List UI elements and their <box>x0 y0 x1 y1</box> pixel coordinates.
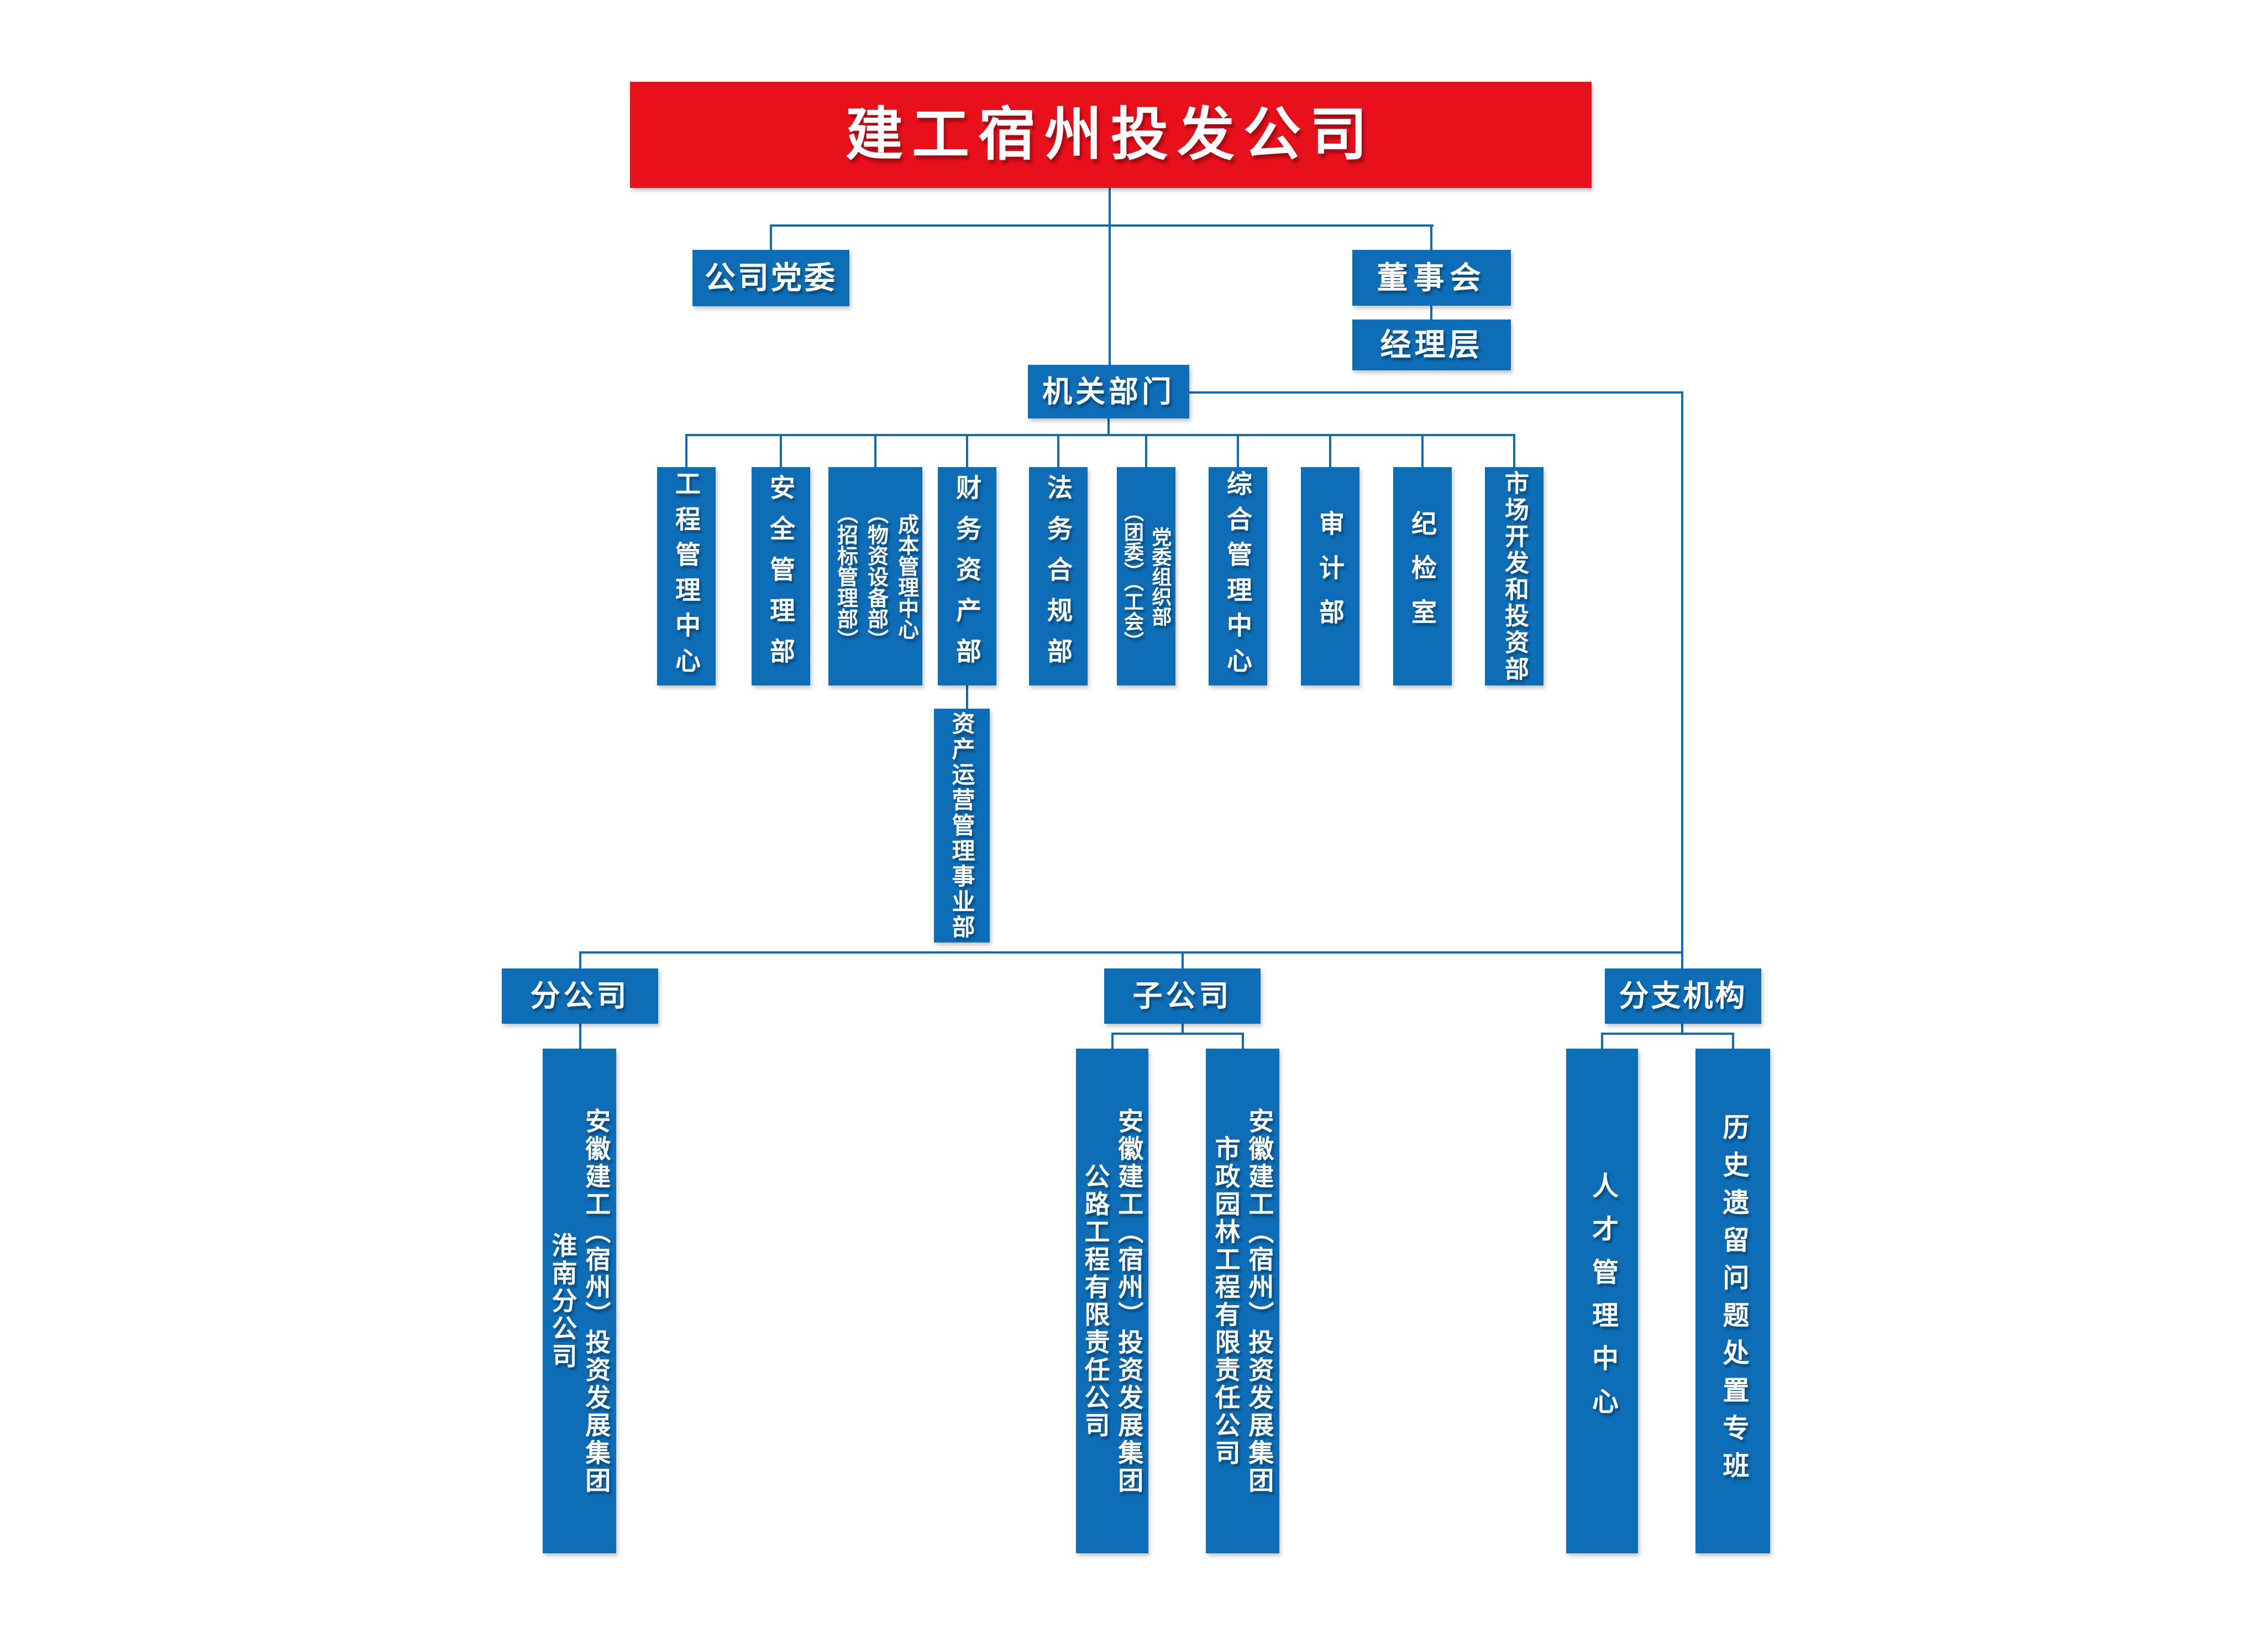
dept-safety-management: 安全管理部 <box>752 467 810 685</box>
node-party-committee-label: 公司党委 <box>705 260 837 295</box>
org-talent-management-center: 人才管理中心 <box>1566 1049 1638 1553</box>
connector-subsidiary-child-stub-1 <box>1111 1033 1114 1049</box>
company-huainan-branch: 安徽建工（宿州）投资发展集团 淮南分公司 <box>543 1049 616 1553</box>
node-management-layer-label: 经理层 <box>1380 327 1483 362</box>
connector-dept-stub-9 <box>1421 434 1424 467</box>
group-subsidiary: 子公司 <box>1104 968 1261 1024</box>
connector-dept-stub-3 <box>874 434 876 467</box>
connector-board-stub <box>1430 224 1432 251</box>
node-board: 董事会 <box>1352 250 1511 306</box>
dept-legal-compliance: 法务合规部 <box>1029 467 1088 685</box>
group-branch-organizations-label: 分支机构 <box>1619 980 1747 1013</box>
connector-subsidiary-child-stub-2 <box>1242 1033 1244 1049</box>
dept-discipline-inspection: 纪检室 <box>1393 467 1452 685</box>
group-branch-company: 分公司 <box>502 968 658 1024</box>
connector-dept-stub-6 <box>1145 434 1147 467</box>
org-talent-management-center-label: 人才管理中心 <box>1588 1171 1617 1431</box>
connector-branchorg-minirail <box>1601 1033 1734 1035</box>
org-legacy-issues-taskforce: 历史遗留问题处置专班 <box>1695 1049 1770 1553</box>
connector-root-vertical <box>1109 188 1111 366</box>
node-asset-operations-division: 资产运营管理事业部 <box>934 709 990 942</box>
connector-top-rail <box>770 224 1434 227</box>
dept-general-management-center-label: 综合管理中心 <box>1224 470 1252 683</box>
dept-market-development-investment-label: 市场开发和投资部 <box>1501 470 1528 683</box>
group-subsidiary-label: 子公司 <box>1132 980 1232 1013</box>
company-highway-engineering-label: 安徽建工（宿州）投资发展集团 公路工程有限责任公司 <box>1081 1107 1144 1495</box>
dept-safety-management-label: 安全管理部 <box>767 474 795 679</box>
company-highway-engineering: 安徽建工（宿州）投资发展集团 公路工程有限责任公司 <box>1076 1049 1148 1553</box>
connector-dept-stub-5 <box>1057 434 1059 467</box>
connector-dept-stub-1 <box>685 434 687 467</box>
node-management-layer: 经理层 <box>1352 320 1511 370</box>
dept-market-development-investment: 市场开发和投资部 <box>1485 467 1544 685</box>
group-branch-company-label: 分公司 <box>530 980 630 1013</box>
company-huainan-branch-label: 安徽建工（宿州）投资发展集团 淮南分公司 <box>548 1107 611 1495</box>
dept-finance-assets-label: 财务资产部 <box>953 474 981 679</box>
connector-branchorg-down <box>1681 1024 1683 1034</box>
connector-dept-stub-8 <box>1329 434 1331 467</box>
root-company-title: 建工宿州投发公司 <box>845 103 1376 167</box>
dept-audit-label: 审计部 <box>1316 510 1345 643</box>
company-municipal-landscape-label: 安徽建工（宿州）投资发展集团 市政园林工程有限责任公司 <box>1211 1107 1274 1495</box>
connector-hq-bottom-stub <box>1107 418 1110 435</box>
connector-dept-stub-10 <box>1513 434 1515 467</box>
dept-finance-assets: 财务资产部 <box>938 467 996 685</box>
connector-finance-asset-stub <box>966 685 968 709</box>
dept-general-management-center: 综合管理中心 <box>1209 467 1267 685</box>
node-asset-operations-division-label: 资产运营管理事业部 <box>949 711 975 940</box>
connector-subsidiary-down <box>1182 1024 1184 1034</box>
node-board-label: 董事会 <box>1377 260 1487 295</box>
node-hq-departments-label: 机关部门 <box>1042 375 1175 409</box>
connector-dept-rail <box>686 434 1515 436</box>
dept-discipline-inspection-label: 纪检室 <box>1408 510 1437 643</box>
connector-hq-right-horizontal <box>1189 391 1682 394</box>
connector-dept-stub-4 <box>966 434 968 467</box>
dept-project-management-center-label: 工程管理中心 <box>672 470 701 683</box>
dept-project-management-center: 工程管理中心 <box>657 467 716 685</box>
connector-party-stub <box>770 224 772 251</box>
connector-branchorg-child-stub-2 <box>1732 1033 1734 1049</box>
org-legacy-issues-taskforce-label: 历史遗留问题处置专班 <box>1718 1113 1748 1489</box>
connector-bottom-rail <box>579 951 1683 954</box>
dept-party-organization-label: 党委组织部 （团委）（工会） <box>1121 501 1172 651</box>
connector-branchco-stub <box>579 951 581 970</box>
node-party-committee: 公司党委 <box>692 250 849 306</box>
dept-party-organization: 党委组织部 （团委）（工会） <box>1117 467 1175 685</box>
group-branch-organizations: 分支机构 <box>1605 968 1761 1024</box>
connector-branchco-child-stub <box>579 1024 581 1049</box>
dept-audit: 审计部 <box>1301 467 1359 685</box>
dept-cost-management-center: 成本管理中心 （物资设备部） （招标管理部） <box>828 467 922 685</box>
company-municipal-landscape: 安徽建工（宿州）投资发展集团 市政园林工程有限责任公司 <box>1206 1049 1279 1553</box>
node-hq-departments: 机关部门 <box>1028 365 1189 418</box>
connector-board-management <box>1430 306 1432 320</box>
root-company-banner: 建工宿州投发公司 <box>630 82 1592 188</box>
connector-subsidiary-minirail <box>1111 1033 1244 1035</box>
dept-cost-management-center-label: 成本管理中心 （物资设备部） （招标管理部） <box>833 502 918 650</box>
connector-dept-stub-7 <box>1237 434 1239 467</box>
connector-dept-stub-2 <box>780 434 782 467</box>
connector-subsidiary-stub <box>1182 951 1184 970</box>
connector-branchorg-child-stub-1 <box>1601 1033 1603 1049</box>
dept-legal-compliance-label: 法务合规部 <box>1044 474 1073 679</box>
connector-right-long-vertical <box>1681 391 1683 970</box>
